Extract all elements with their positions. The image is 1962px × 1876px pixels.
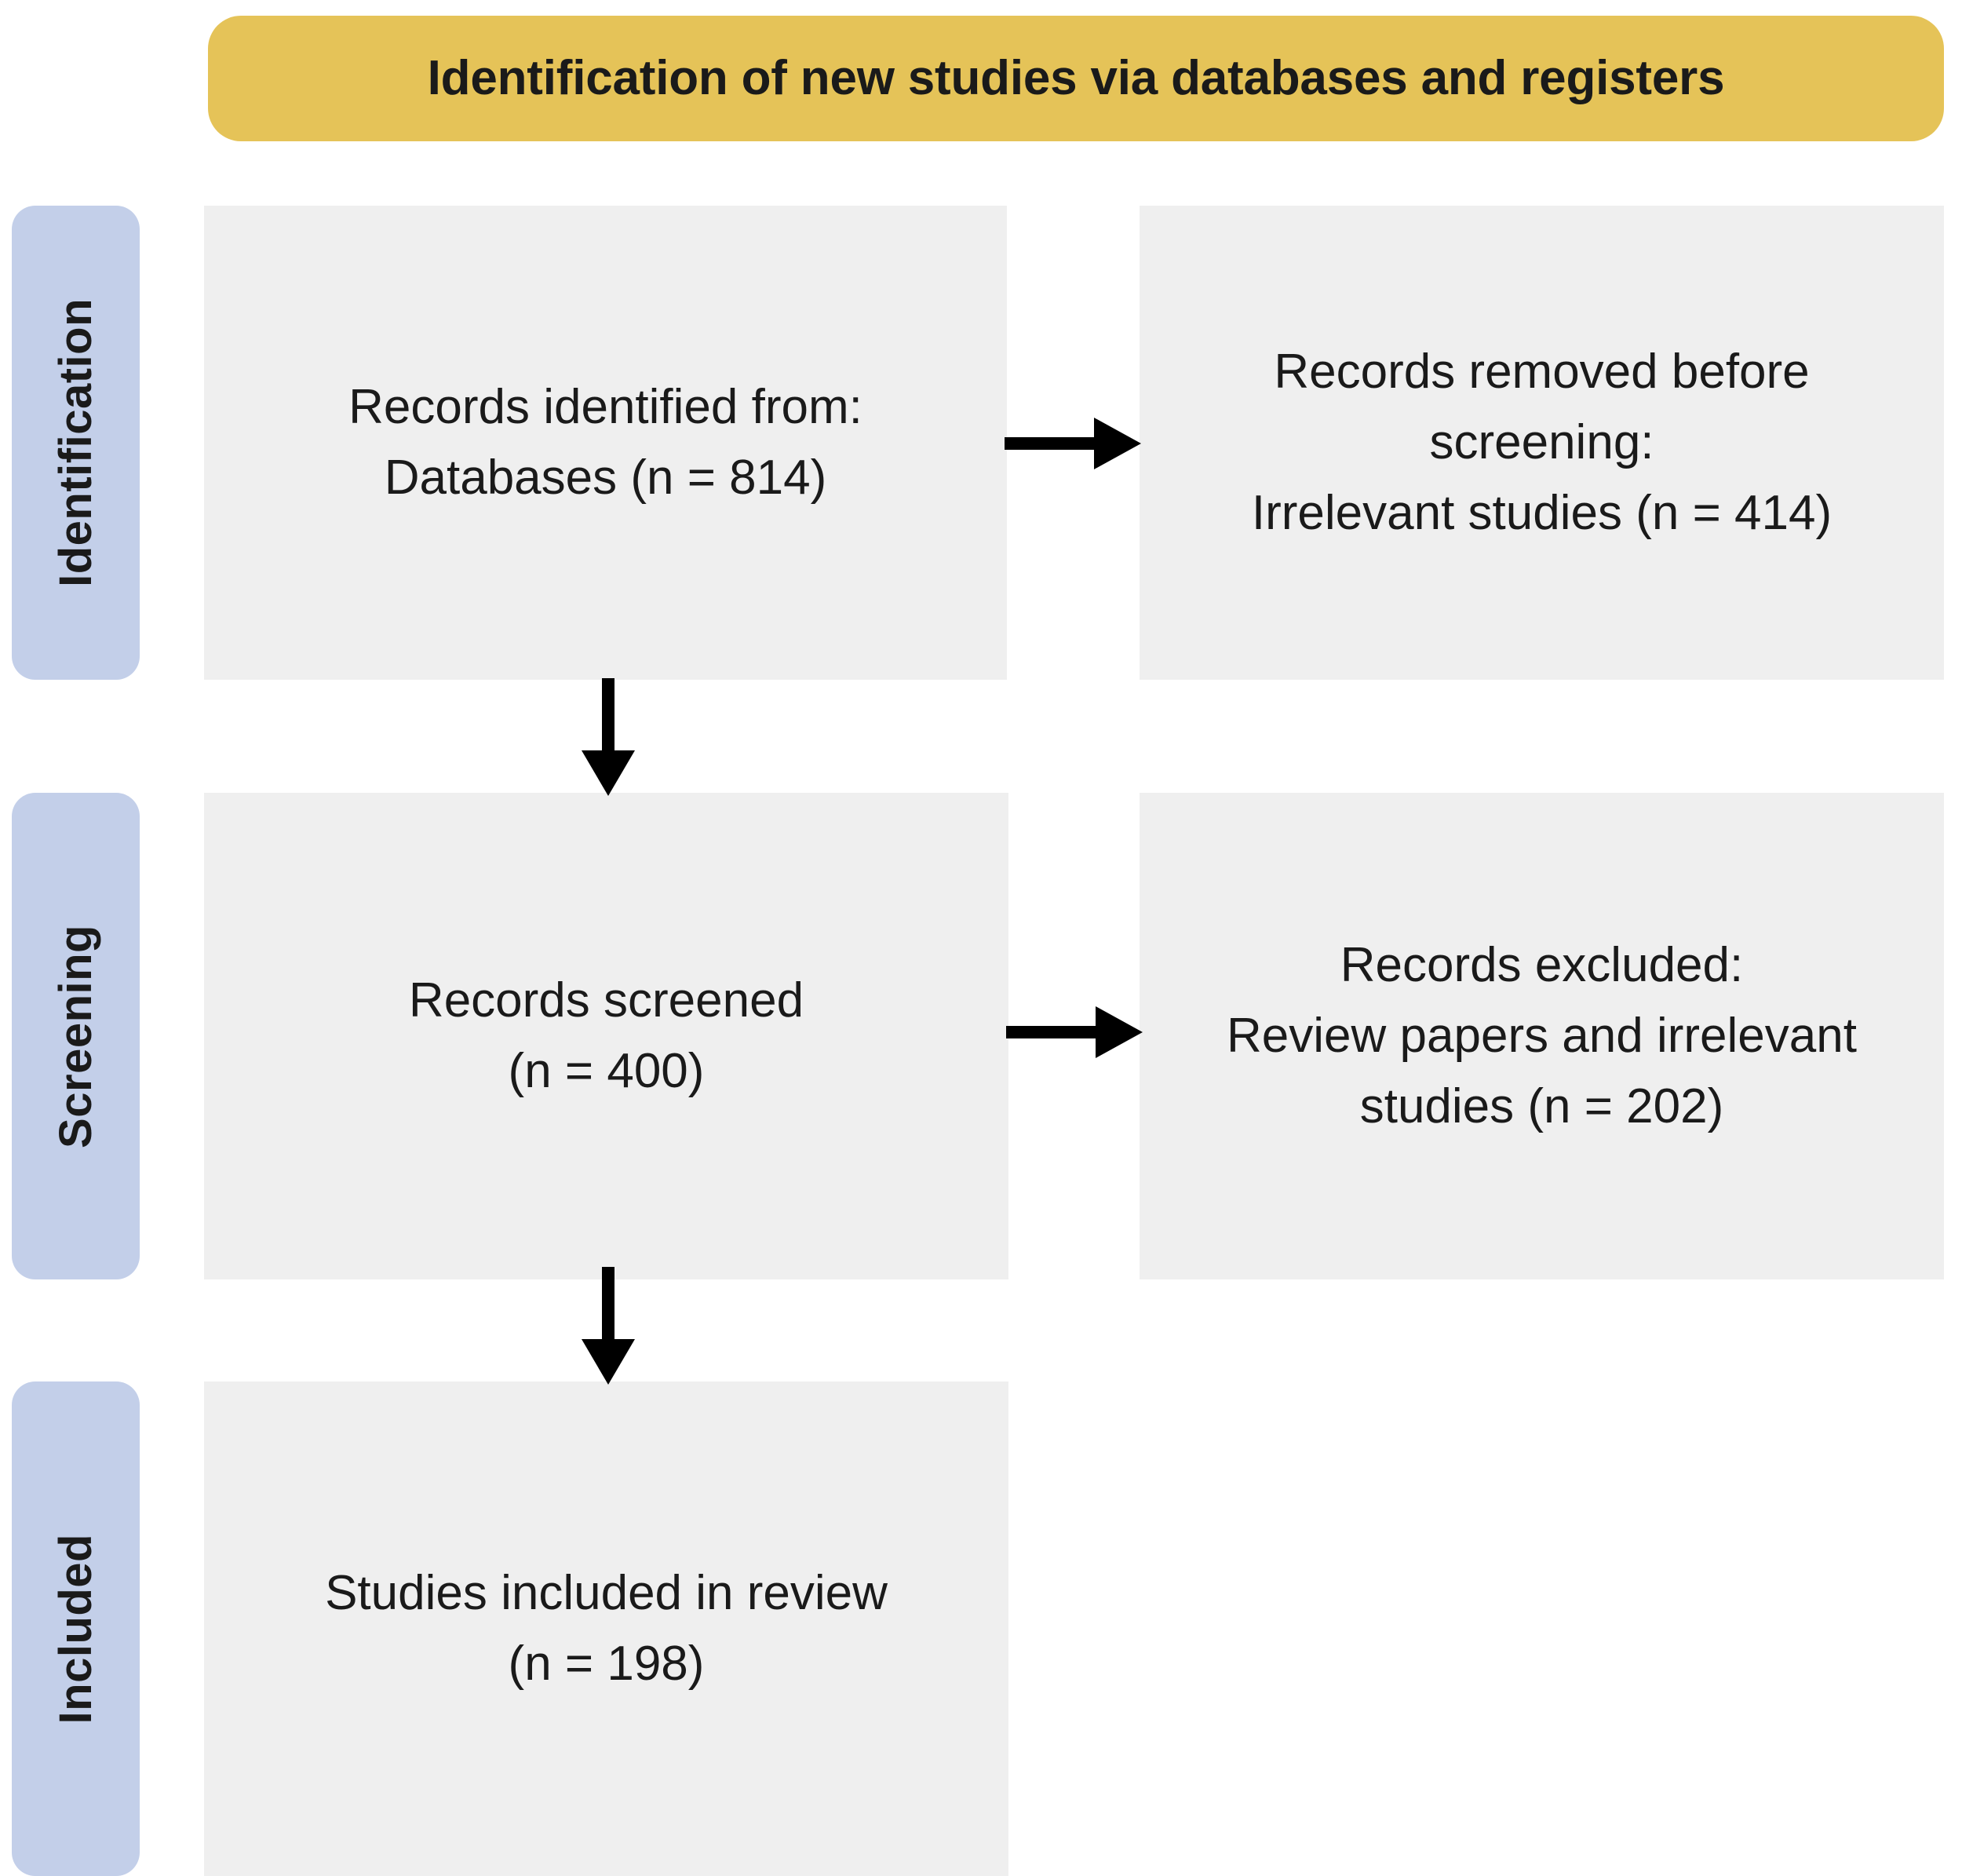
box-records-excluded-text: Records excluded: Review papers and irre… [1227, 938, 1857, 1133]
box-studies-included-text: Studies included in review (n = 198) [325, 1566, 888, 1691]
stage-label-identification-text: Identification [50, 298, 101, 587]
box-records-identified-text: Records identified from: Databases (n = … [348, 380, 862, 505]
stage-label-screening-text: Screening [50, 924, 101, 1148]
diagram-header-banner: Identification of new studies via databa… [208, 16, 1944, 141]
arrow-right-screened-to-excluded [1006, 1003, 1144, 1061]
arrow-right-identified-to-removed [1005, 414, 1143, 473]
box-records-removed: Records removed before screening: Irrele… [1140, 206, 1944, 680]
box-records-screened-text: Records screened (n = 400) [408, 973, 804, 1098]
box-records-excluded: Records excluded: Review papers and irre… [1140, 793, 1944, 1279]
diagram-title: Identification of new studies via databa… [427, 50, 1725, 105]
arrow-down-screened-to-included [579, 1267, 637, 1386]
box-records-removed-text: Records removed before screening: Irrele… [1251, 345, 1833, 540]
stage-label-identification: Identification [12, 206, 140, 680]
box-records-screened: Records screened (n = 400) [204, 793, 1008, 1279]
stage-label-screening: Screening [12, 793, 140, 1279]
arrow-down-identified-to-screened [579, 678, 637, 797]
stage-label-included-text: Included [50, 1533, 101, 1725]
box-records-identified: Records identified from: Databases (n = … [204, 206, 1007, 680]
stage-label-included: Included [12, 1381, 140, 1876]
box-studies-included: Studies included in review (n = 198) [204, 1381, 1008, 1876]
